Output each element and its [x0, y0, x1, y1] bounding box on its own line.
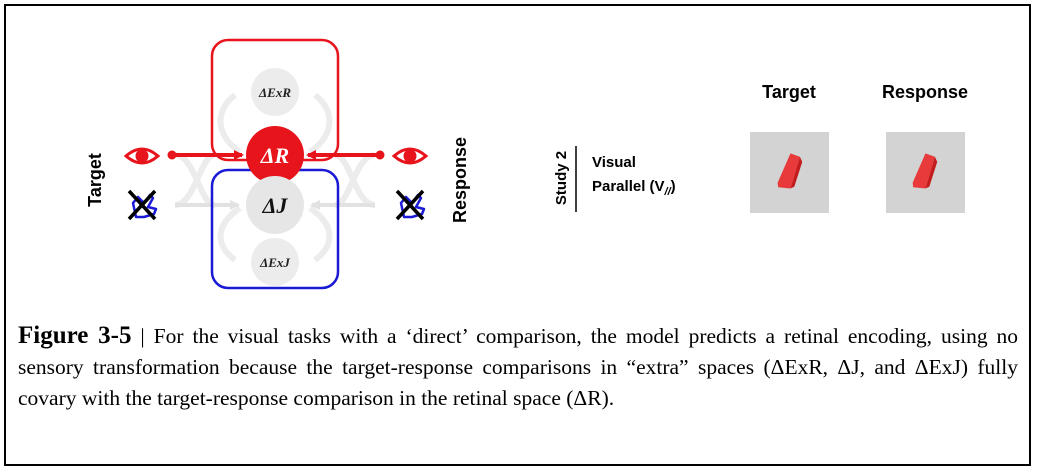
condition-line1: Visual [592, 154, 636, 171]
response-side-label: Response [450, 137, 470, 223]
node-r-circle [246, 126, 304, 184]
model-diagram: ΔExR ΔR ΔJ ΔExJ Target Response Study 2 … [85, 38, 968, 290]
figure-label: Figure 3-5 [18, 322, 132, 349]
node-j-label: ΔJ [262, 193, 289, 218]
crossed-hand-icon [395, 189, 426, 221]
caption-text: For the visual tasks with a ‘direct’ com… [18, 324, 1019, 410]
red-arrows [167, 150, 385, 160]
column-header-target: Target [762, 82, 816, 102]
target-bar-shape [777, 153, 803, 189]
eye-icon [123, 147, 161, 165]
condition-line2: Parallel (V//) [592, 178, 676, 198]
node-exr-label: ΔExR [258, 85, 291, 100]
figure-caption: Figure 3-5 | For the visual tasks with a… [18, 320, 1018, 414]
node-exj-label: ΔExJ [259, 255, 290, 270]
study-label: Study 2 [553, 151, 570, 205]
crossed-hand-icon [127, 189, 158, 221]
figure-frame [4, 4, 1031, 466]
node-j-circle [246, 176, 304, 234]
node-r-label: ΔR [260, 143, 289, 168]
column-header-response: Response [882, 82, 968, 102]
node-exr-circle [251, 68, 299, 116]
response-bar-shape [912, 153, 938, 189]
caption-separator: | [131, 324, 154, 348]
node-exj-circle [251, 238, 299, 286]
eye-icon [391, 147, 429, 165]
target-side-label: Target [85, 153, 105, 207]
